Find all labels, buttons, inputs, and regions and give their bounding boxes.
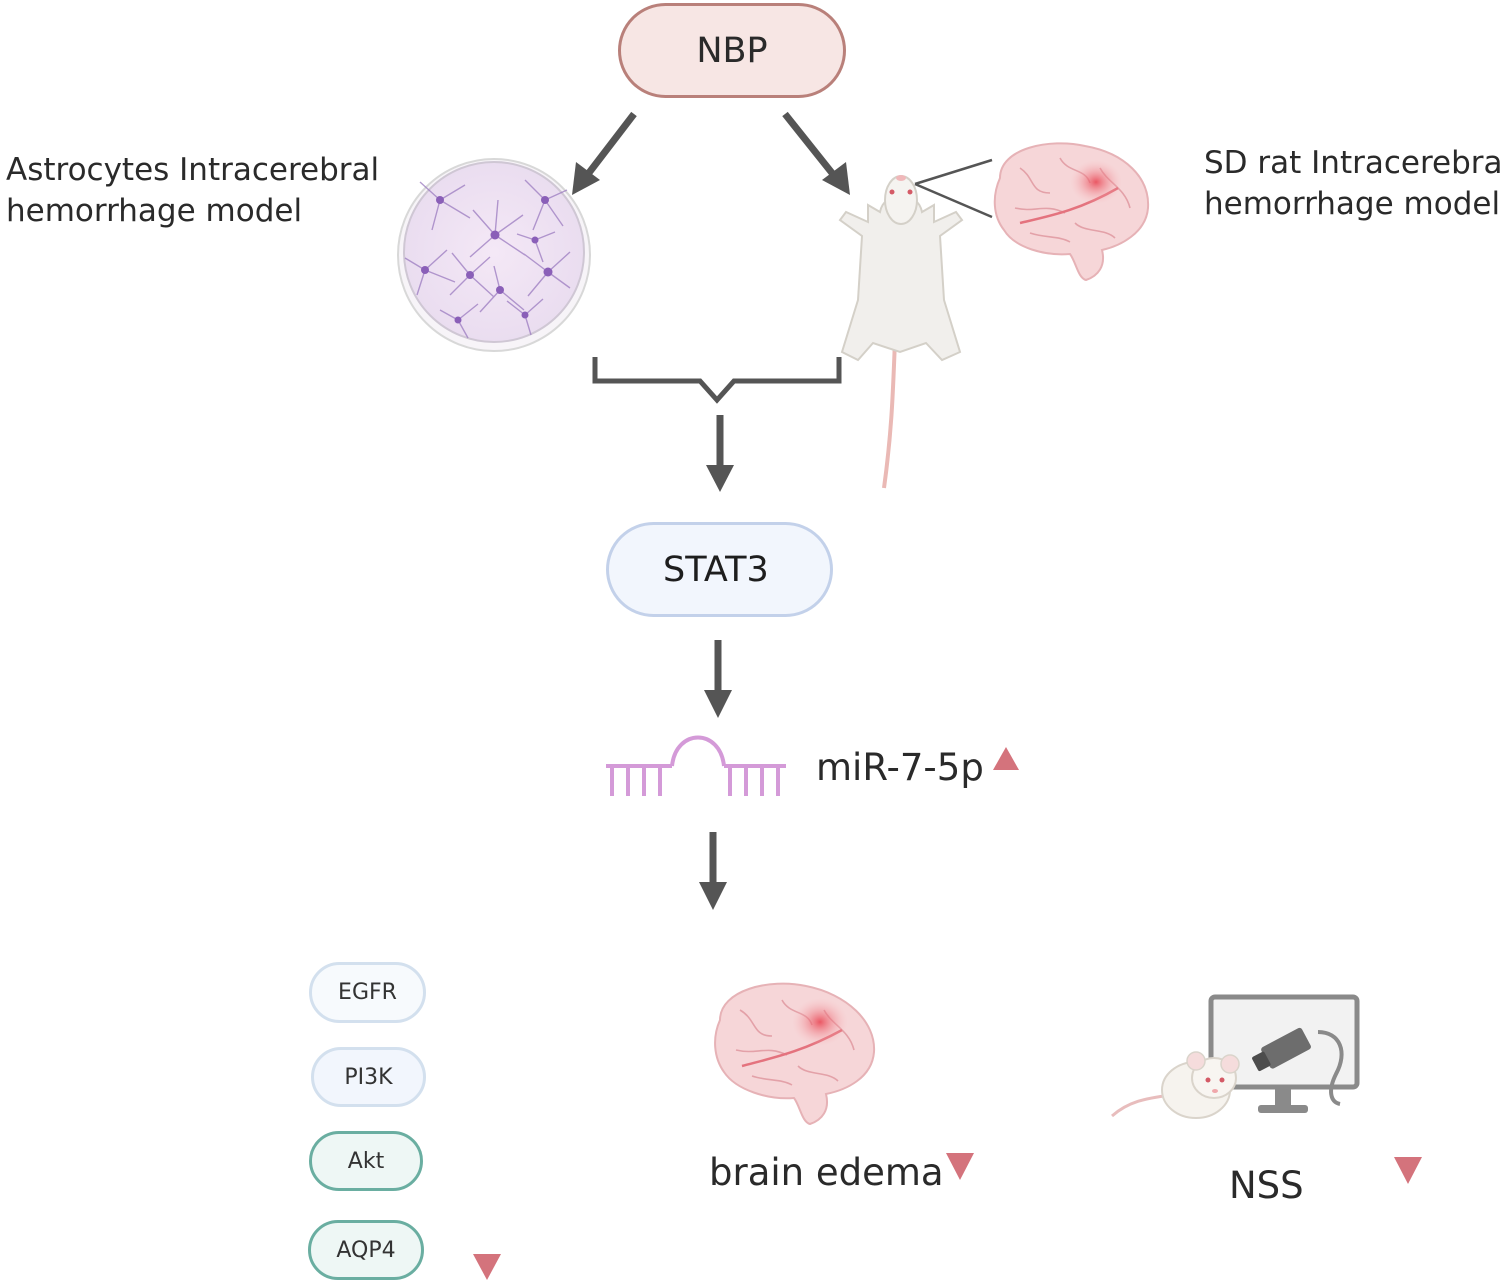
- brain-edema-label: brain edema: [709, 1151, 944, 1194]
- stat3-label: STAT3: [663, 549, 769, 590]
- nbp-label: NBP: [696, 30, 768, 71]
- arrow-to-outcomes: [699, 832, 727, 910]
- astrocyte-dish-icon: [397, 158, 591, 352]
- brain-callout-lines: [914, 158, 993, 219]
- akt-label: Akt: [347, 1148, 385, 1174]
- rat-model-label: SD rat Intracerebral hemorrhage model: [1204, 143, 1500, 225]
- rat-model-label-line1: SD rat Intracerebral: [1204, 145, 1500, 181]
- mirna-label: miR-7-5p: [816, 746, 984, 789]
- rat-icon: [838, 175, 964, 489]
- mirna-hairpin-icon: [606, 735, 786, 796]
- aqp4-marker: AQP4: [308, 1220, 424, 1280]
- brain-icon: [993, 142, 1150, 282]
- merge-bracket: [592, 357, 842, 404]
- egfr-label: EGFR: [338, 980, 397, 1005]
- astrocyte-model-label: Astrocytes Intracerebral hemorrhage mode…: [6, 150, 379, 232]
- arrow-nbp-to-astrocytes: [572, 111, 637, 195]
- nbp-node: NBP: [618, 3, 846, 98]
- edema-brain-icon: [714, 982, 876, 1126]
- rat-model-label-line2: hemorrhage model: [1204, 186, 1500, 222]
- stat3-node: STAT3: [606, 522, 833, 617]
- mirna-up-arrow: [993, 747, 1019, 806]
- arrow-to-mirna: [704, 640, 732, 718]
- egfr-marker: EGFR: [309, 962, 426, 1023]
- nss-label: NSS: [1229, 1164, 1304, 1207]
- camera-icon: [1252, 1027, 1344, 1106]
- nss-down-arrow: [1394, 1090, 1422, 1184]
- pi3k-label: PI3K: [344, 1064, 393, 1090]
- pathway-down-arrow: [473, 1008, 501, 1280]
- pi3k-marker: PI3K: [311, 1047, 426, 1107]
- arrow-nbp-to-rat: [782, 111, 850, 195]
- mouse-icon: [1111, 1051, 1240, 1119]
- akt-marker: Akt: [309, 1131, 423, 1191]
- astrocyte-model-label-line1: Astrocytes Intracerebral: [6, 152, 380, 188]
- astrocyte-model-label-line2: hemorrhage model: [6, 193, 303, 229]
- aqp4-label: AQP4: [336, 1237, 396, 1263]
- arrow-to-stat3: [706, 415, 734, 492]
- brain-edema-down-arrow: [946, 1086, 974, 1180]
